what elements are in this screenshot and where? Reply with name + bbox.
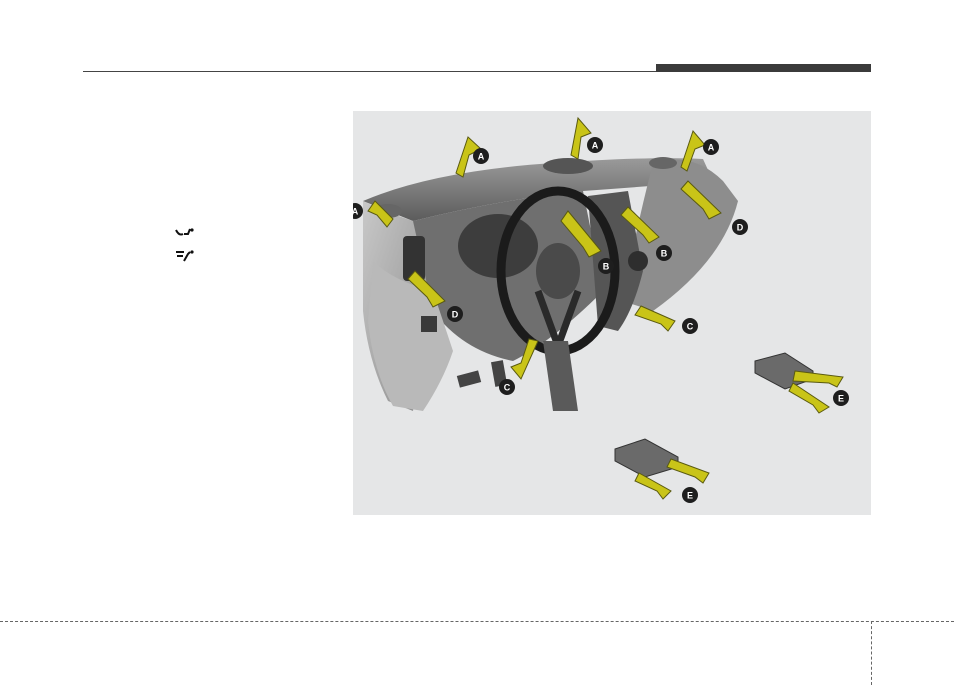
svg-text:D: D (452, 310, 459, 320)
airflow-arrow-e4 (635, 473, 671, 499)
svg-text:A: A (592, 141, 599, 151)
callout-e1: E (833, 390, 849, 406)
header-tab (656, 64, 871, 72)
footer-rule (0, 621, 954, 622)
console-knob (628, 251, 648, 271)
callout-c1: C (682, 318, 698, 334)
svg-text:E: E (687, 491, 693, 501)
airflow-arrow-a2 (571, 118, 591, 159)
svg-text:C: C (504, 383, 511, 393)
airflow-arrow-c1 (635, 306, 675, 331)
svg-text:C: C (687, 322, 694, 332)
steering-wheel-hub (536, 243, 580, 299)
callout-a2: A (587, 137, 603, 153)
svg-text:A: A (478, 152, 485, 162)
callout-e2: E (682, 487, 698, 503)
callout-b2: B (656, 245, 672, 261)
svg-text:A: A (708, 143, 715, 153)
callout-a1: A (473, 148, 489, 164)
left-switch-panel (421, 316, 437, 332)
svg-text:B: B (661, 249, 668, 259)
svg-text:A: A (353, 207, 359, 217)
callout-a3: A (703, 139, 719, 155)
svg-text:B: B (603, 262, 610, 272)
right-speaker (649, 157, 677, 169)
footer-divider (871, 621, 872, 685)
center-speaker (543, 158, 593, 174)
floor-duct-right (755, 353, 813, 389)
airflow-arrow-e3 (667, 459, 709, 483)
airflow-arrow-e2 (789, 383, 829, 413)
callout-a4: A (353, 203, 363, 219)
dashboard-svg: A A A A B B C C D D E E (353, 111, 871, 515)
dashboard-illustration: A A A A B B C C D D E E (353, 111, 871, 515)
svg-text:D: D (737, 223, 744, 233)
floor-defrost-icon (174, 249, 196, 263)
pedal-left (457, 370, 481, 387)
airflow-arrow-e1 (793, 371, 843, 387)
callout-d1: D (732, 219, 748, 235)
floor-duct-bottom (615, 439, 678, 477)
svg-text:E: E (838, 394, 844, 404)
callout-b1: B (598, 258, 614, 274)
callout-c2: C (499, 379, 515, 395)
callout-d2: D (447, 306, 463, 322)
floor-vent-icon (174, 226, 196, 240)
